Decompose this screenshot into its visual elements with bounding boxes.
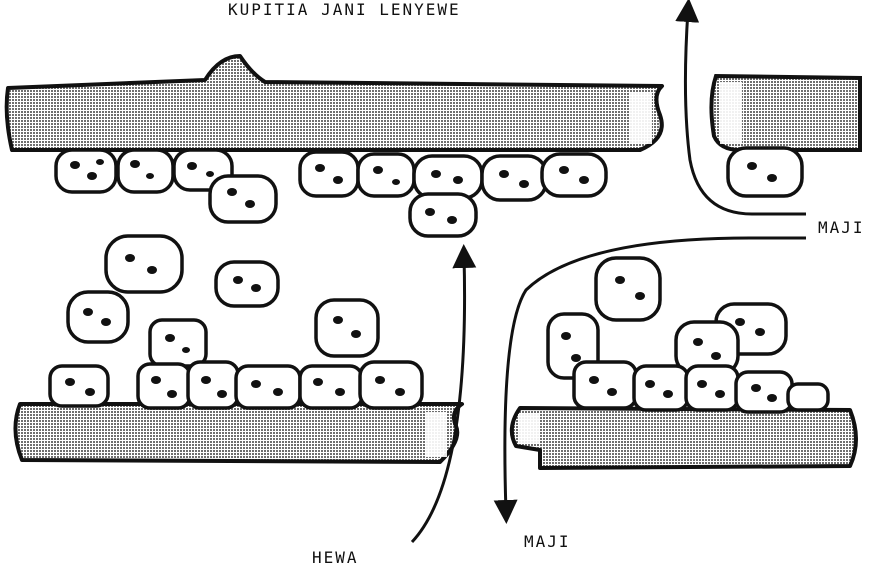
- lower-right-highlight: [518, 414, 540, 444]
- label-air: HEWA: [312, 548, 359, 567]
- upper-epidermis-highlight: [630, 92, 652, 144]
- lower-epidermis-left: [15, 404, 462, 462]
- label-water-bottom: MAJI: [524, 532, 571, 551]
- upper-epidermis: [7, 56, 662, 150]
- spongy-cells: [68, 236, 786, 378]
- guard-highlight: [720, 82, 742, 144]
- lower-epidermis-right: [512, 408, 856, 468]
- lower-left-highlight: [425, 412, 447, 457]
- label-water-right: MAJI: [818, 218, 865, 237]
- diagram-title: KUPITIA JANI LENYEWE: [228, 0, 461, 19]
